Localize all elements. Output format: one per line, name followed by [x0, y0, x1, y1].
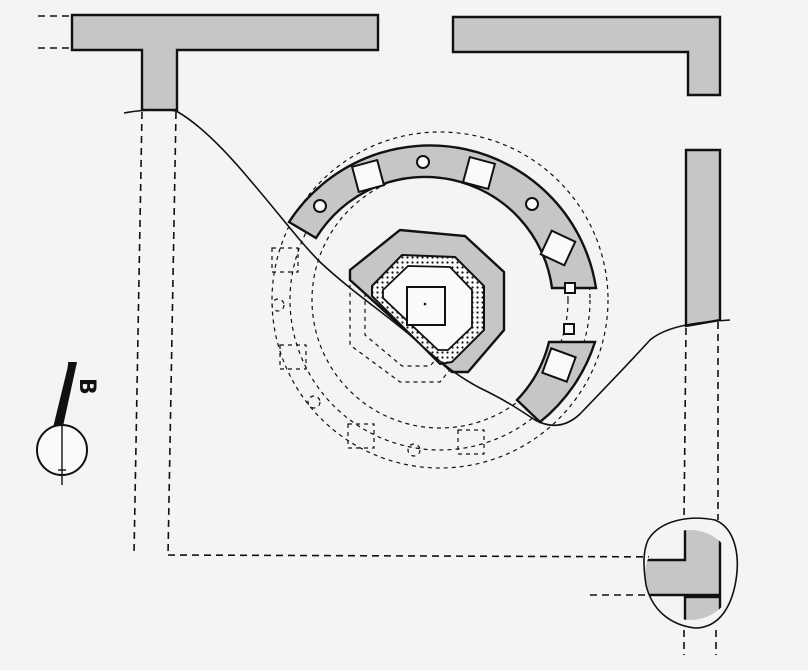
excavation-boundary [123, 108, 731, 427]
north-arrow: B [36, 361, 99, 485]
wall-top-left [38, 13, 380, 112]
reconstructed-enclosure [133, 111, 719, 655]
wall-right [684, 148, 722, 328]
corner-excavation [643, 517, 739, 629]
rotunda-ring [287, 144, 598, 424]
compass-letter: B [74, 378, 99, 395]
octagonal-core [348, 228, 506, 374]
wall-top-right [451, 15, 722, 97]
